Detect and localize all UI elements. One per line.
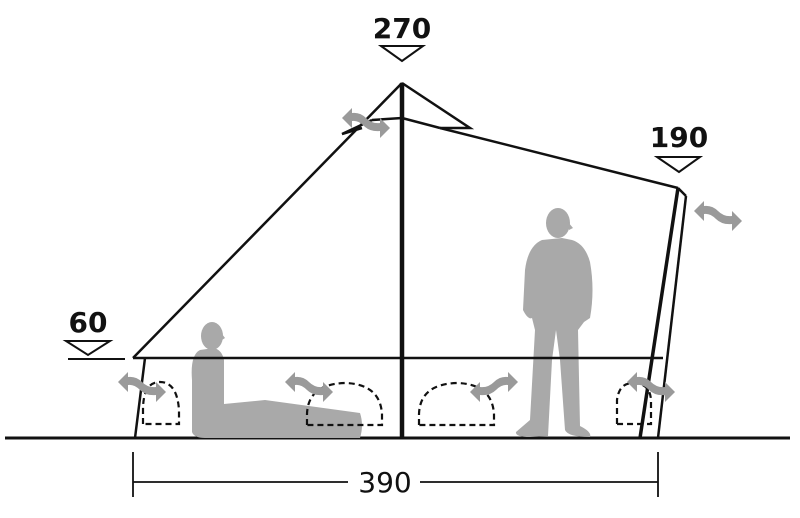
height-marker-front: 60 bbox=[62, 306, 125, 360]
vent-arrow-rear-top bbox=[694, 201, 742, 231]
door-4 bbox=[615, 381, 653, 426]
doors bbox=[141, 380, 653, 427]
height-marker-rear: 190 bbox=[650, 121, 708, 174]
rear-height-label: 190 bbox=[650, 121, 708, 154]
vent-arrow-door-3 bbox=[470, 372, 518, 402]
standing-person-figure bbox=[515, 208, 593, 437]
vent-arrow-peak bbox=[342, 108, 390, 138]
front-height-label: 60 bbox=[69, 306, 108, 339]
tent-outline bbox=[132, 81, 688, 439]
door-1 bbox=[141, 380, 181, 426]
vent-arrow-door-2 bbox=[285, 372, 333, 402]
peak-height-label: 270 bbox=[373, 12, 431, 45]
door-2 bbox=[305, 381, 384, 427]
height-marker-peak: 270 bbox=[373, 12, 431, 63]
door-3 bbox=[417, 381, 496, 427]
length-label: 390 bbox=[358, 466, 411, 499]
length-dimension bbox=[132, 452, 659, 497]
seated-person-figure bbox=[191, 322, 362, 438]
